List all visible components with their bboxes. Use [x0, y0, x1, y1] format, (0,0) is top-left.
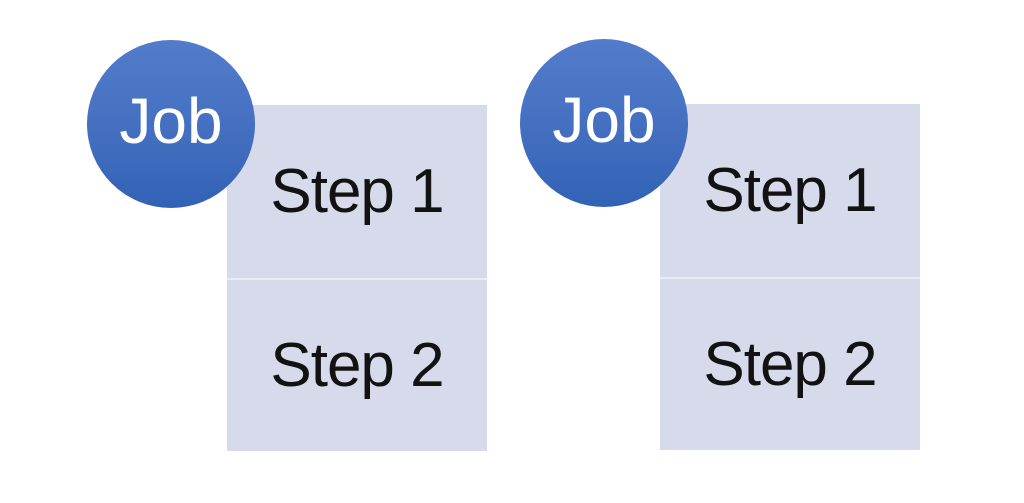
- step-label: Step 2: [703, 329, 877, 399]
- job-circle: Job: [520, 39, 688, 207]
- job-group-2: Step 1 Step 2 Job: [520, 39, 920, 451]
- step-cell: Step 2: [660, 277, 920, 450]
- job-group-1: Step 1 Step 2 Job: [87, 40, 487, 452]
- step-label: Step 1: [703, 155, 877, 225]
- step-cell: Step 1: [227, 105, 487, 278]
- step-label: Step 1: [270, 156, 444, 226]
- step-label: Step 2: [270, 330, 444, 400]
- job-label: Job: [552, 84, 656, 156]
- steps-box-1: Step 1 Step 2: [227, 105, 487, 451]
- step-cell: Step 2: [227, 278, 487, 451]
- steps-box-2: Step 1 Step 2: [660, 104, 920, 450]
- job-label: Job: [119, 85, 223, 157]
- job-circle: Job: [87, 40, 255, 208]
- step-cell: Step 1: [660, 104, 920, 277]
